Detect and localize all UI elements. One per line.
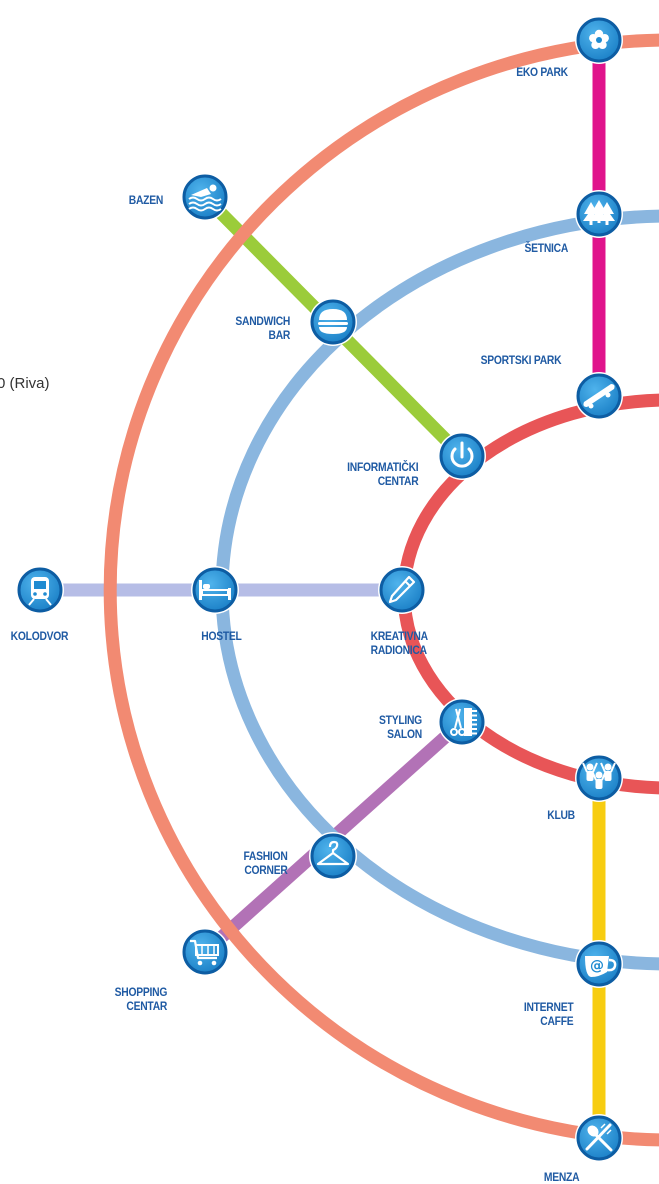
swimmer-icon [188, 184, 222, 212]
station-bazen[interactable] [181, 173, 229, 221]
outer-ring [103, 33, 659, 1147]
dancers-icon [582, 762, 616, 789]
station-sportski-park[interactable] [575, 372, 623, 420]
label-sportski-park[interactable]: SPORTSKI PARK [480, 353, 562, 367]
station-setnica[interactable] [575, 190, 623, 238]
station-styling-salon[interactable] [438, 698, 486, 746]
station-hostel[interactable] [191, 566, 239, 614]
label-kolodvor[interactable]: KOLODVOR [10, 629, 69, 643]
fork-knife-icon [585, 1123, 613, 1152]
station-fashion-corner[interactable] [309, 832, 357, 880]
station-internet-caffe[interactable]: @ [575, 940, 623, 988]
label-menza[interactable]: MENZA [543, 1170, 580, 1184]
hanger-icon [316, 840, 350, 866]
station-sandwich-bar[interactable] [309, 298, 357, 346]
station-klub[interactable] [575, 754, 623, 802]
comb-scissors-icon [450, 708, 477, 736]
pencil-icon [388, 575, 416, 604]
label-eko-park[interactable]: EKO PARK [516, 65, 568, 79]
train-icon [28, 577, 52, 606]
flower-icon [589, 29, 609, 50]
trees-icon [583, 200, 615, 225]
label-klub[interactable]: KLUB [547, 808, 575, 822]
label-hostel[interactable]: HOSTEL [201, 629, 242, 643]
station-kreativna-radionica[interactable] [378, 566, 426, 614]
label-bazen[interactable]: BAZEN [128, 193, 164, 207]
sandwich-icon [318, 309, 348, 334]
station-kolodvor[interactable] [16, 566, 64, 614]
bed-icon [199, 580, 231, 600]
cart-icon [190, 939, 219, 966]
label-setnica[interactable]: ŠETNICA [524, 241, 569, 255]
station-shopping-centar[interactable] [181, 928, 229, 976]
station-eko-park[interactable] [575, 16, 623, 64]
station-informaticki-centar[interactable] [438, 432, 486, 480]
power-icon [450, 441, 474, 468]
cut-off-label: 0 (Riva) [0, 375, 50, 392]
skateboard-icon [583, 384, 615, 409]
svg-text:@: @ [590, 958, 604, 974]
at-cup-icon: @ [585, 956, 617, 977]
station-menza[interactable] [575, 1114, 623, 1162]
